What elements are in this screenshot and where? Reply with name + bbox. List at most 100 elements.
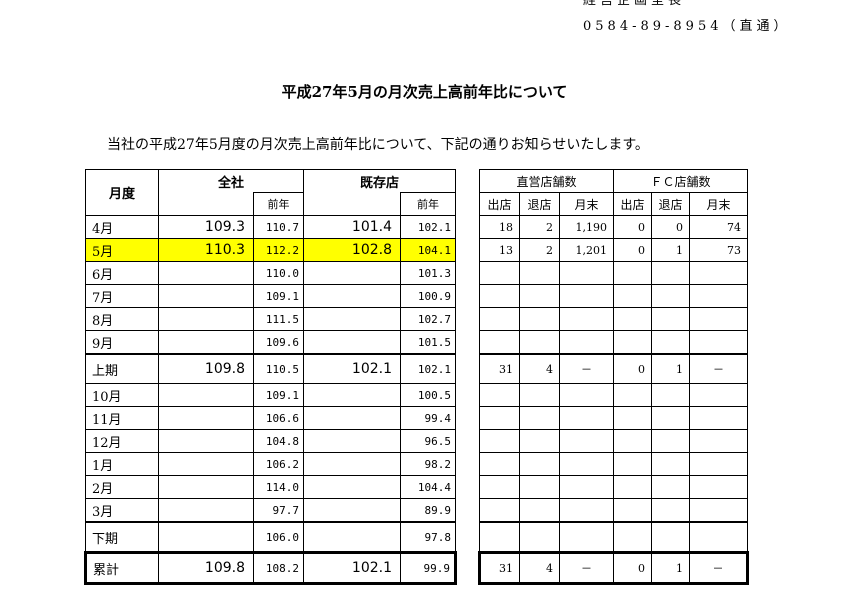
- direct-open-value: [479, 330, 520, 355]
- fc-month-end-value: [689, 475, 749, 499]
- existing-stores-value: [303, 475, 402, 499]
- direct-close-value: [519, 452, 560, 476]
- direct-open-value: 31: [479, 353, 520, 384]
- fc-close-value: 0: [651, 215, 691, 239]
- intro-text: 当社の平成27年5月度の月次売上高前年比について、下記の通りお知らせいたします。: [107, 137, 649, 153]
- direct-close-value: [519, 307, 560, 331]
- all-stores-prev-year-value: 110.7: [252, 215, 305, 239]
- all-stores-prev-year-value: 112.2: [252, 238, 305, 262]
- all-stores-value: [158, 383, 254, 407]
- direct-open-header: 出店: [479, 192, 520, 216]
- direct-open-value: [479, 261, 520, 285]
- existing-stores-prev-year-value: 102.7: [400, 307, 457, 331]
- existing-stores-value: [303, 284, 402, 308]
- existing-stores-prev-year-value: 102.1: [400, 353, 457, 384]
- existing-stores-prev-year-value: 96.5: [400, 429, 457, 453]
- direct-open-value: [479, 284, 520, 308]
- direct-close-value: 4: [519, 353, 560, 384]
- all-stores-prev-year-value: 110.5: [252, 353, 305, 384]
- direct-close-value: [519, 284, 560, 308]
- all-stores-value: [158, 521, 254, 553]
- direct-open-value: 18: [479, 215, 520, 239]
- fc-open-value: [613, 429, 653, 453]
- direct-close-value: [519, 498, 560, 523]
- existing-stores-prev-year-value: 99.4: [400, 406, 457, 430]
- fc-close-value: 1: [651, 353, 691, 384]
- fc-close-value: [651, 498, 691, 523]
- existing-stores-value: [303, 406, 402, 430]
- existing-stores-prev-year-value: 104.1: [400, 238, 457, 262]
- fc-close-value: [651, 261, 691, 285]
- fc-open-value: [613, 261, 653, 285]
- direct-open-value: 13: [479, 238, 520, 262]
- fc-open-value: [613, 284, 653, 308]
- month-label: 8月: [85, 307, 159, 331]
- direct-open-value: [479, 452, 520, 476]
- all-stores-prev-year-value: 109.1: [252, 284, 305, 308]
- all-stores-header: 全社: [157, 169, 305, 193]
- existing-stores-prev-year-value: 89.9: [400, 498, 457, 523]
- fc-open-value: [613, 383, 653, 407]
- all-stores-prev-year-value: 104.8: [252, 429, 305, 453]
- direct-close-value: 2: [519, 215, 560, 239]
- fc-close-header: 退店: [651, 192, 691, 216]
- all-stores-value: [158, 330, 254, 355]
- store-row: [479, 498, 749, 523]
- store-subheader-row: 出店 退店 月末 出店 退店 月末: [479, 192, 749, 216]
- existing-stores-prev-year-value: 104.4: [400, 475, 457, 499]
- existing-stores-value: 102.8: [303, 238, 402, 262]
- document-title: 平成27年5月の月次売上高前年比について: [281, 83, 568, 101]
- fc-close-value: 1: [651, 551, 691, 585]
- all-stores-prev-year-value: 109.1: [252, 383, 305, 407]
- fc-close-value: [651, 406, 691, 430]
- fc-open-value: [613, 330, 653, 355]
- direct-open-value: [479, 521, 520, 553]
- fc-month-end-value: [689, 284, 749, 308]
- month-label: 2月: [85, 475, 159, 499]
- all-stores-prev-year-value: 109.6: [252, 330, 305, 355]
- direct-open-value: [479, 498, 520, 523]
- all-stores-prev-year-value: 110.0: [252, 261, 305, 285]
- all-stores-value: 110.3: [158, 238, 254, 262]
- header-phone: 0584-89-8954（直通）: [583, 19, 791, 34]
- direct-close-value: [519, 330, 560, 355]
- all-stores-prev-year-value: 111.5: [252, 307, 305, 331]
- fc-open-value: [613, 475, 653, 499]
- direct-month-end-value: [558, 452, 615, 476]
- all-stores-value: 109.8: [158, 353, 254, 384]
- all-stores-value: [158, 261, 254, 285]
- month-label: 3月: [85, 498, 159, 523]
- store-row: [479, 307, 749, 331]
- existing-stores-value: [303, 521, 402, 553]
- existing-stores-prev-year-value: 101.3: [400, 261, 457, 285]
- all-blank-subheader: [158, 192, 254, 216]
- store-row: [479, 284, 749, 308]
- fc-month-end-value: [689, 307, 749, 331]
- existing-stores-prev-year-value: 100.5: [400, 383, 457, 407]
- fc-close-value: [651, 383, 691, 407]
- all-stores-value: [158, 307, 254, 331]
- fc-close-value: [651, 429, 691, 453]
- direct-close-value: [519, 475, 560, 499]
- all-stores-value: 109.8: [158, 551, 254, 585]
- direct-month-end-value: [558, 284, 615, 308]
- all-stores-value: 109.3: [158, 215, 254, 239]
- direct-month-end-value: [558, 475, 615, 499]
- month-label: 7月: [85, 284, 159, 308]
- direct-month-end-value: 1,190: [558, 215, 615, 239]
- sales-header-row: 月度 全社 既存店: [85, 169, 457, 216]
- existing-stores-value: 102.1: [303, 551, 402, 585]
- fc-month-end-value: [689, 452, 749, 476]
- existing-stores-header: 既存店: [303, 169, 457, 193]
- fc-month-end-header: 月末: [689, 192, 749, 216]
- fc-open-value: [613, 307, 653, 331]
